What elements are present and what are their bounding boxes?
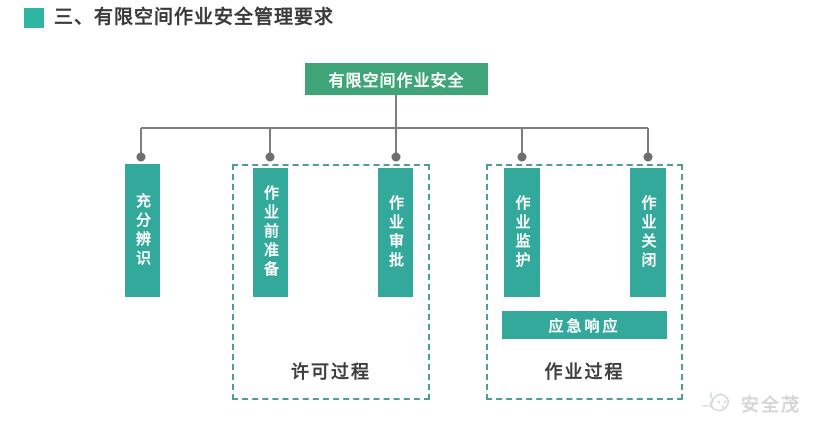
watermark: 安全茂 <box>702 389 801 419</box>
emergency-response-bar: 应急响应 <box>502 311 667 339</box>
page-title: 三、有限空间作业安全管理要求 <box>54 7 335 28</box>
connector-dot <box>136 152 146 162</box>
connector-dot <box>391 152 401 162</box>
group-label-operation-process: 作业过程 <box>544 362 625 382</box>
group-box-permit-process <box>232 164 430 400</box>
connector-dot <box>643 152 653 162</box>
title-row: 三、有限空间作业安全管理要求 <box>24 8 334 28</box>
watermark-text: 安全茂 <box>741 395 801 415</box>
group-box-operation-process <box>486 164 683 400</box>
node-work-monitoring: 作业监护 <box>504 168 540 297</box>
connector-dot <box>265 152 275 162</box>
connector-dot <box>517 152 527 162</box>
root-node: 有限空间作业安全 <box>305 63 488 95</box>
node-sufficient-identification: 充分辨识 <box>125 164 160 297</box>
watermark-logo-icon <box>702 392 730 412</box>
node-work-closure: 作业关闭 <box>630 168 666 297</box>
node-work-approval: 作业审批 <box>378 168 413 297</box>
group-label-permit-process: 许可过程 <box>291 362 371 382</box>
node-pre-work-preparation: 作业前准备 <box>253 168 288 297</box>
title-bullet-icon <box>24 8 44 28</box>
